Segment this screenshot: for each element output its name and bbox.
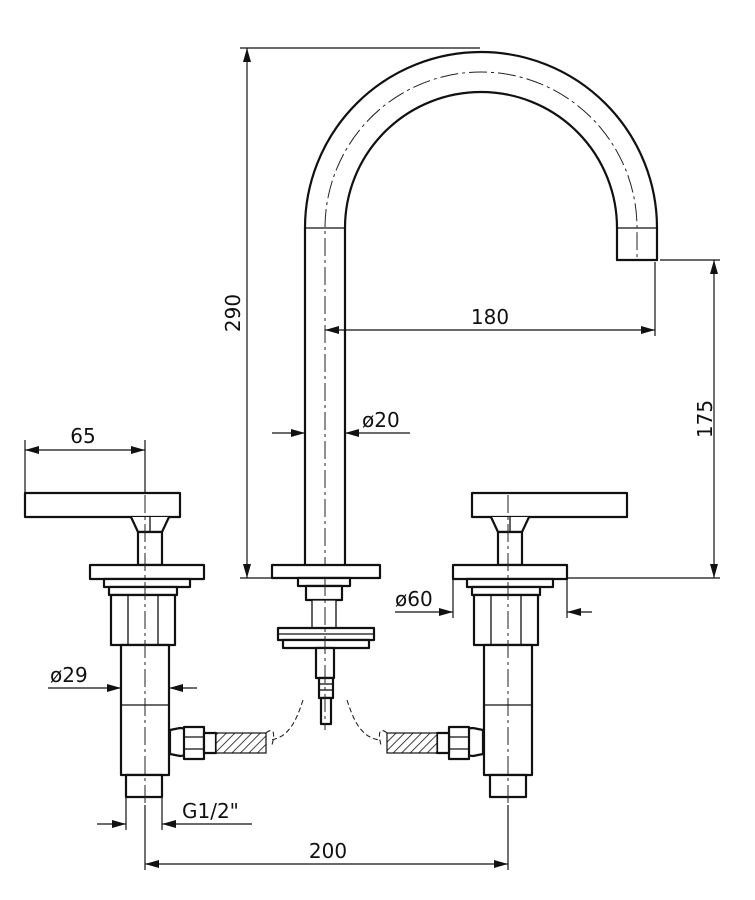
dimension-body-diameter: ø29: [48, 663, 197, 692]
dimension-handle-length: 65: [24, 424, 146, 493]
dimension-spout-reach: 180: [325, 262, 656, 336]
left-valve: [23, 491, 275, 805]
dimension-outlet-height: 175: [567, 259, 720, 579]
spout-base: [269, 563, 382, 741]
label-spout-diameter: ø20: [362, 408, 400, 432]
dimension-inlet-thread: G1/2": [97, 797, 252, 830]
dimension-total-height: 290: [221, 47, 480, 579]
label-inlet-thread: G1/2": [182, 799, 239, 823]
label-body-diameter: ø29: [50, 663, 88, 687]
dimension-base-diameter: ø60: [395, 579, 592, 618]
label-outlet-height: 175: [693, 400, 717, 438]
label-handle-length: 65: [70, 424, 95, 448]
spout: [303, 50, 659, 575]
dimension-center-distance: 200: [144, 805, 509, 870]
label-total-height: 290: [221, 294, 245, 332]
right-valve: [378, 491, 629, 805]
label-spout-reach: 180: [471, 305, 509, 329]
label-center-distance: 200: [309, 839, 347, 863]
label-base-diameter: ø60: [395, 587, 433, 611]
dimension-spout-diameter: ø20: [272, 408, 410, 437]
